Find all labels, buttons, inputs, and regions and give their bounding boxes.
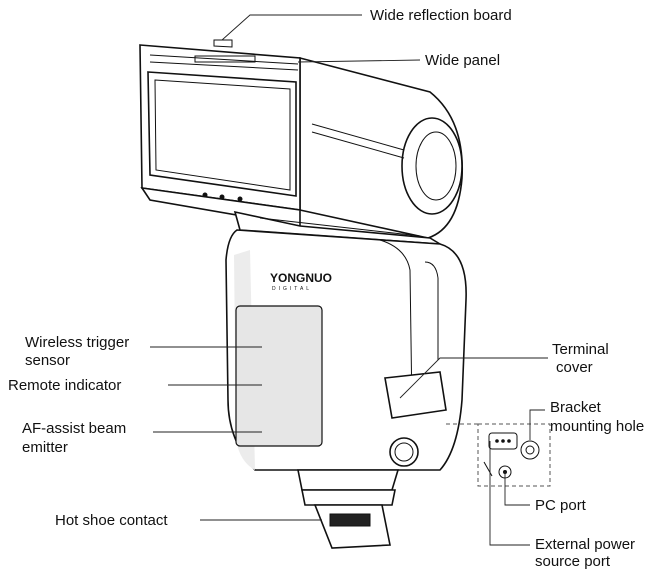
label-wireless-trigger-sensor: Wireless trigger xyxy=(25,334,129,351)
brand-logo-sub: DIGITAL xyxy=(272,286,312,292)
label-wide-panel: Wide panel xyxy=(425,52,500,69)
label-remote-indicator: Remote indicator xyxy=(8,377,121,394)
label-external-power-source-port: External power xyxy=(535,536,635,553)
label-pc-port: PC port xyxy=(535,497,587,514)
label-terminal-cover-line2: cover xyxy=(556,359,593,376)
label-af-assist-beam-line2: emitter xyxy=(22,439,68,456)
label-terminal-cover: Terminal xyxy=(552,341,609,358)
label-bracket-mounting-hole: Bracket xyxy=(550,399,602,416)
label-bracket-mounting-hole-line2: mounting hole xyxy=(550,418,644,435)
leader-lines xyxy=(150,14,548,546)
labels: Wide reflection board Wide panel Wireles… xyxy=(8,7,644,569)
bracket-hole-drawing xyxy=(520,440,540,460)
label-wide-reflection-board: Wide reflection board xyxy=(370,7,512,24)
flash-body: YONGNUO DIGITAL xyxy=(225,229,467,471)
hot-shoe xyxy=(297,469,400,549)
label-wireless-trigger-sensor-line2: sensor xyxy=(25,352,70,369)
brand-logo: YONGNUO xyxy=(270,271,332,285)
label-external-power-source-port-line2: source port xyxy=(535,553,611,569)
label-hot-shoe-contact: Hot shoe contact xyxy=(55,512,168,529)
ports-inset xyxy=(446,423,551,487)
lock-knob xyxy=(389,437,419,467)
flash-head xyxy=(139,39,464,239)
flash-neck xyxy=(233,210,441,245)
hot-shoe-contacts xyxy=(329,513,371,527)
terminal-cover xyxy=(384,371,447,419)
external-power-port-drawing xyxy=(488,432,518,450)
label-af-assist-beam: AF-assist beam xyxy=(22,420,126,437)
front-sensor-window xyxy=(235,305,323,447)
